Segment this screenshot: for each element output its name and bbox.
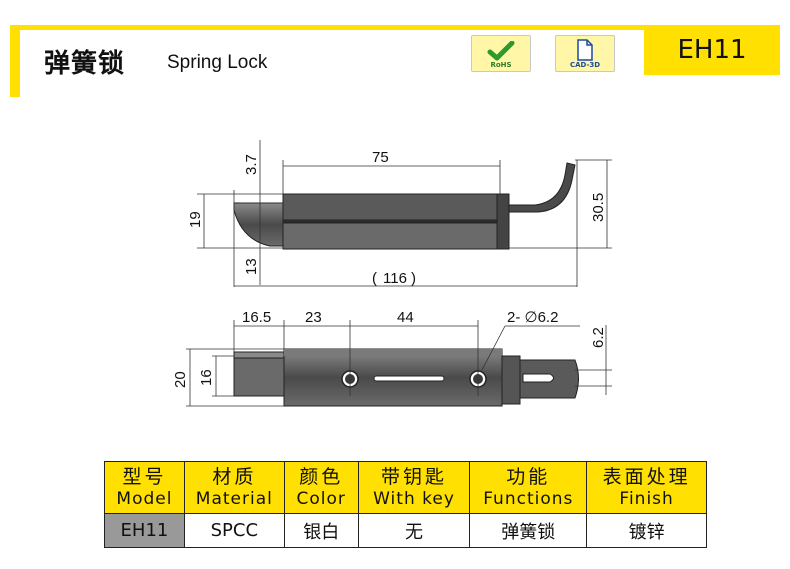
document-icon	[577, 39, 593, 61]
header-cn: 材质	[212, 465, 257, 488]
dim-slot: 6.2	[590, 327, 607, 348]
dim-hole-spacing: 44	[397, 309, 414, 326]
dim-total-length: 116	[383, 270, 407, 287]
spec-table: 型号 Model 材质 Material 颜色 Color 带钥匙 With k…	[104, 461, 707, 548]
header-cn: 功能	[506, 465, 551, 488]
cad-label: CAD-3D	[569, 61, 601, 69]
header-cn: 表面处理	[602, 465, 691, 488]
product-title-en: Spring Lock	[167, 52, 268, 73]
cad-3d-badge[interactable]: CAD-3D	[555, 35, 615, 72]
cell-functions: 弹簧锁	[469, 513, 588, 548]
dim-left-height: 19	[187, 211, 204, 228]
paren-close: )	[411, 270, 416, 287]
dim-offset: 16.5	[242, 309, 271, 326]
table-row: EH11 SPCC 银白 无 弹簧锁 镀锌	[104, 513, 707, 548]
rohs-label: RoHS	[490, 61, 512, 69]
header-left-accent	[10, 25, 20, 97]
side-view: 75 116 ( ) 19 3.7 13 30.5	[187, 140, 612, 287]
dim-width: 20	[172, 371, 189, 388]
header-material: 材质 Material	[183, 461, 285, 514]
header-en: Functions	[483, 488, 574, 509]
header-en: Material	[195, 488, 273, 509]
cell-color: 银白	[283, 513, 359, 548]
model-code-box: EH11	[644, 25, 780, 75]
paren-open: (	[372, 270, 377, 287]
cell-with-key: 无	[357, 513, 471, 548]
model-code: EH11	[677, 35, 747, 65]
header-cn: 颜色	[299, 465, 344, 488]
header-en: With key	[373, 488, 455, 509]
dim-inner-width: 16	[198, 369, 215, 386]
header-en: Model	[116, 488, 173, 509]
table-header-row: 型号 Model 材质 Material 颜色 Color 带钥匙 With k…	[104, 461, 707, 514]
dim-hole-spec: 2- ∅6.2	[507, 309, 558, 326]
rohs-badge[interactable]: RoHS	[471, 35, 531, 72]
header-cn: 带钥匙	[381, 465, 448, 488]
header-functions: 功能 Functions	[469, 461, 588, 514]
dim-length: 75	[372, 149, 389, 166]
cell-model: EH11	[104, 513, 185, 548]
header-model: 型号 Model	[104, 461, 185, 514]
header-top-bar	[10, 25, 780, 30]
dim-bottom-height: 13	[243, 258, 260, 275]
product-title-cn: 弹簧锁	[44, 49, 126, 79]
cell-finish: 镀锌	[586, 513, 707, 548]
header-en: Color	[296, 488, 346, 509]
header-color: 颜色 Color	[283, 461, 359, 514]
top-view: 16.5 23 44 2- ∅6.2 20 16 6.2	[172, 309, 612, 407]
header-finish: 表面处理 Finish	[586, 461, 707, 514]
cell-material: SPCC	[183, 513, 285, 548]
dim-hole-offset: 23	[305, 309, 322, 326]
header-en: Finish	[619, 488, 674, 509]
dim-total-height: 30.5	[590, 193, 607, 222]
header-with-key: 带钥匙 With key	[357, 461, 471, 514]
page-header: 弹簧锁 Spring Lock RoHS CAD-3D EH11	[10, 25, 780, 97]
checkmark-icon	[487, 41, 515, 61]
header-cn: 型号	[122, 465, 167, 488]
dim-top-height: 3.7	[243, 154, 260, 175]
